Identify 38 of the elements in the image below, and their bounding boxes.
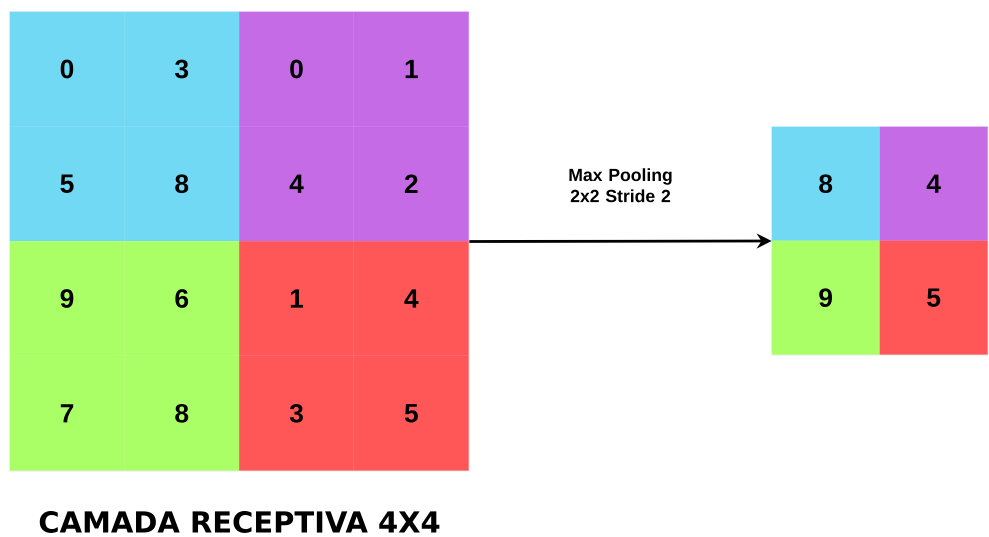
grid-cell: 9 xyxy=(10,241,124,356)
node-label: 7 xyxy=(60,404,74,422)
node-label: 4 xyxy=(290,174,304,193)
node-label: 9 xyxy=(60,289,74,308)
node-label: 5 xyxy=(404,404,418,422)
grid-cell: 5 xyxy=(10,126,124,242)
grid-cell: 1 xyxy=(354,12,469,126)
grid-cell: 1 xyxy=(239,241,354,356)
node-label: 3 xyxy=(290,404,303,423)
node-label: 0 xyxy=(60,60,74,78)
node-label: 0 xyxy=(290,60,303,78)
grid-cell: 3 xyxy=(124,12,240,126)
grid-cell: 5 xyxy=(354,356,469,471)
node-label: 6 xyxy=(175,289,188,308)
node-label: 4 xyxy=(404,289,418,308)
edge-label: Max Pooling 2x2 Stride 2 xyxy=(569,168,672,202)
grid-cell: 8 xyxy=(772,126,880,241)
grid-cell: 6 xyxy=(124,241,240,356)
node-label: 3 xyxy=(175,60,188,78)
grid-cell: 0 xyxy=(239,12,354,126)
node-label: 8 xyxy=(175,404,188,423)
grid-cell: 7 xyxy=(10,356,124,471)
grid-cell: 5 xyxy=(880,240,988,355)
grid-cell: 0 xyxy=(10,12,124,126)
grid-cell: 4 xyxy=(880,126,988,241)
node-label: 5 xyxy=(60,174,74,193)
grid-caption: CAMADA RECEPTIVA 4X4 xyxy=(40,511,440,533)
grid-cell: 2 xyxy=(354,126,469,242)
grid-cell: 3 xyxy=(239,356,354,471)
node-label: 1 xyxy=(406,60,418,78)
node-label: 8 xyxy=(175,174,188,194)
grid-cell: 4 xyxy=(239,126,354,242)
grid-cell: 9 xyxy=(772,240,880,355)
node-label: 1 xyxy=(290,289,304,308)
grid-cell: 4 xyxy=(354,241,469,356)
grid-cell: 8 xyxy=(124,356,240,471)
node-label: 2 xyxy=(404,174,418,193)
grid-cell: 8 xyxy=(124,126,240,242)
